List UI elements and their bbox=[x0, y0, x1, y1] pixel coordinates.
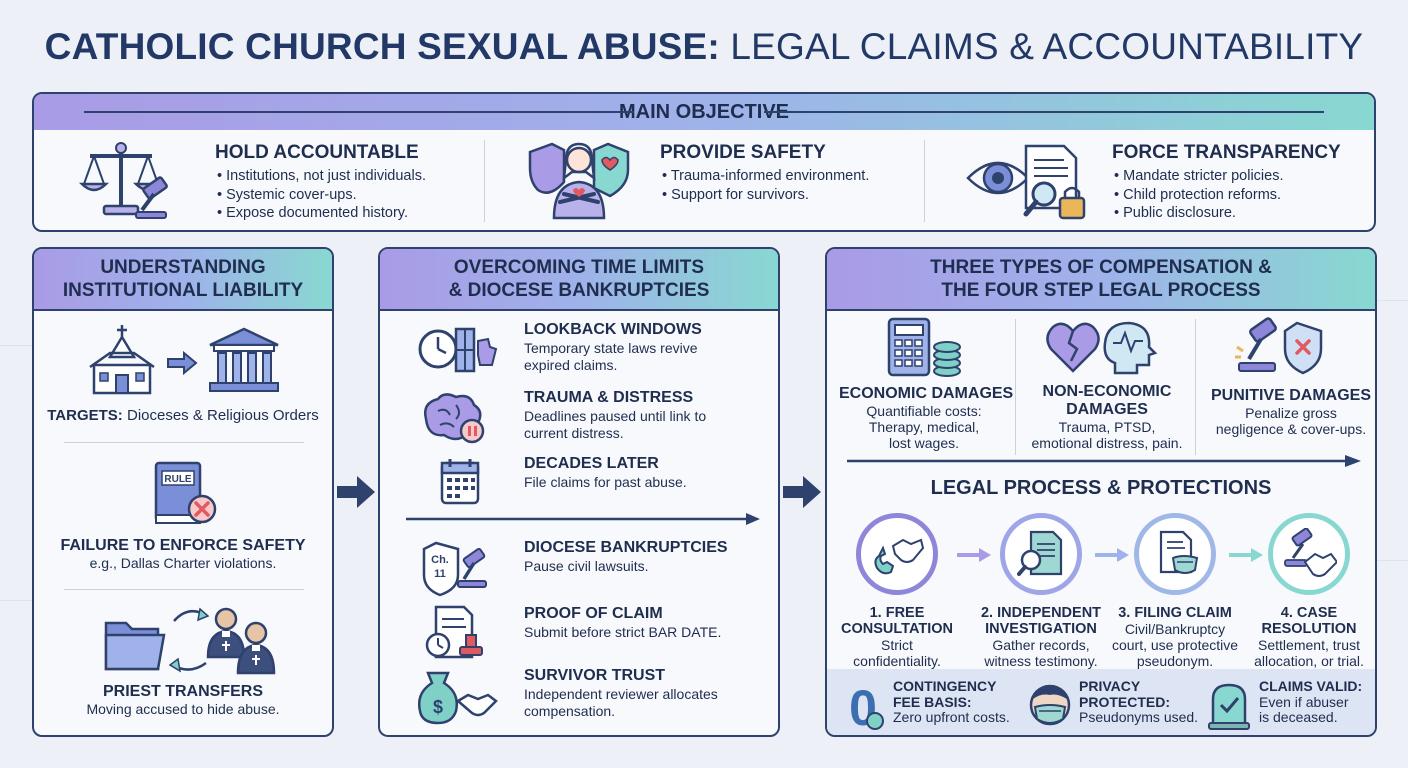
person-shield-icon bbox=[528, 142, 630, 220]
item-title: LOOKBACK WINDOWS bbox=[524, 321, 702, 338]
divider-arrow-icon bbox=[847, 455, 1361, 467]
objective-bullet: Expose documented history. bbox=[217, 204, 426, 223]
item-title: TRAUMA & DISTRESS bbox=[524, 389, 694, 406]
targets: TARGETS: Dioceses & Religious Orders bbox=[47, 407, 319, 424]
economic-damages: ECONOMIC DAMAGES Quantifiable costs: The… bbox=[839, 385, 1014, 451]
failure-to-enforce-safety: FAILURE TO ENFORCE SAFETY e.g., Dallas C… bbox=[60, 537, 306, 571]
background-line bbox=[0, 600, 32, 601]
compensation-header: THREE TYPES OF COMPENSATION & THE FOUR S… bbox=[827, 249, 1375, 311]
calendar-icon bbox=[440, 459, 480, 505]
diocese-bankruptcies: Ch. 11 DIOCESE BANKRUPTCIES Pause civil … bbox=[418, 539, 778, 601]
divider bbox=[484, 140, 485, 222]
main-objective-panel: MAIN OBJECTIVE HOLD ACCOUNTABLE Institut… bbox=[32, 92, 1376, 232]
flow-arrow-icon bbox=[783, 476, 821, 508]
non-economic-damages: NON-ECONOMIC DAMAGES Trauma, PTSD, emoti… bbox=[1031, 383, 1183, 451]
broken-heart-brain-icon bbox=[1046, 321, 1158, 375]
objective-hold-accountable: HOLD ACCOUNTABLE Institutions, not just … bbox=[76, 138, 496, 228]
divider-arrow-icon bbox=[406, 513, 760, 525]
item-title: PROOF OF CLAIM bbox=[524, 605, 663, 622]
document-mask-icon bbox=[1134, 513, 1216, 595]
time-limits-panel: OVERCOMING TIME LIMITS & DIOCESE BANKRUP… bbox=[378, 247, 780, 737]
zero-cost-icon: 0 bbox=[849, 681, 884, 731]
step-arrow-icon bbox=[1229, 548, 1263, 562]
divider bbox=[1015, 319, 1016, 455]
calculator-coins-icon bbox=[887, 317, 961, 377]
tombstone-check-icon bbox=[1208, 683, 1250, 730]
document-search-icon bbox=[1000, 513, 1082, 595]
time-limits-header: OVERCOMING TIME LIMITS & DIOCESE BANKRUP… bbox=[380, 249, 778, 311]
objective-bullet: Public disclosure. bbox=[1114, 204, 1283, 223]
item-title: SURVIVOR TRUST bbox=[524, 667, 666, 684]
objective-provide-safety: PROVIDE SAFETY Trauma-informed environme… bbox=[524, 138, 944, 228]
divider bbox=[64, 442, 304, 443]
background-line bbox=[0, 345, 32, 346]
objective-title: HOLD ACCOUNTABLE bbox=[215, 142, 419, 163]
objective-bullet: Mandate stricter policies. bbox=[1114, 167, 1283, 186]
rule-book-icon: RULE bbox=[154, 461, 217, 524]
objective-bullet: Child protection reforms. bbox=[1114, 186, 1283, 205]
step-filing-claim: 3. FILING CLAIM Civil/Bankruptcy court, … bbox=[1109, 513, 1241, 669]
document-stamp-icon bbox=[425, 605, 483, 659]
item-title: DIOCESE BANKRUPTCIES bbox=[524, 539, 728, 556]
objective-title: FORCE TRANSPARENCY bbox=[1112, 142, 1341, 163]
svg-text:Ch.: Ch. bbox=[431, 554, 449, 566]
decades-later: DECADES LATER File claims for past abuse… bbox=[418, 455, 778, 517]
divider bbox=[924, 140, 925, 222]
objective-bullet: Trauma-informed environment. bbox=[662, 167, 870, 186]
step-arrow-icon bbox=[957, 548, 991, 562]
church-to-institution-icon bbox=[89, 325, 279, 395]
proof-of-claim: PROOF OF CLAIM Submit before strict BAR … bbox=[418, 605, 778, 667]
objective-bullet: Support for survivors. bbox=[662, 186, 869, 205]
step-arrow-icon bbox=[1095, 548, 1129, 562]
flow-arrow-icon bbox=[337, 476, 375, 508]
main-objective-label: MAIN OBJECTIVE bbox=[618, 100, 790, 123]
clock-window-icon bbox=[418, 327, 498, 373]
scales-gavel-icon bbox=[78, 142, 168, 219]
objective-bullet: Systemic cover-ups. bbox=[217, 186, 426, 205]
background-line bbox=[1377, 560, 1408, 561]
main-objective-header: MAIN OBJECTIVE bbox=[34, 94, 1374, 130]
institutional-liability-panel: UNDERSTANDING INSTITUTIONAL LIABILITY TA… bbox=[32, 247, 334, 737]
divider bbox=[64, 589, 304, 590]
item-title: DECADES LATER bbox=[524, 455, 659, 472]
svg-text:RULE: RULE bbox=[164, 474, 192, 485]
svg-text:11: 11 bbox=[434, 568, 446, 580]
lookback-windows: LOOKBACK WINDOWS Temporary state laws re… bbox=[418, 321, 778, 383]
trauma-distress: TRAUMA & DISTRESS Deadlines paused until… bbox=[418, 389, 778, 451]
objective-title: PROVIDE SAFETY bbox=[660, 142, 826, 163]
eye-document-icon bbox=[966, 144, 1086, 220]
brain-pause-icon bbox=[424, 393, 485, 444]
objective-bullet: Institutions, not just individuals. bbox=[217, 167, 426, 186]
gavel-handshake-icon bbox=[1268, 513, 1350, 595]
gavel-shield-icon bbox=[1235, 317, 1323, 375]
compensation-panel: THREE TYPES OF COMPENSATION & THE FOUR S… bbox=[825, 247, 1377, 737]
background-line bbox=[1377, 300, 1408, 301]
page-title: CATHOLIC CHURCH SEXUAL ABUSE: LEGAL CLAI… bbox=[44, 26, 1364, 67]
survivor-trust: $ SURVIVOR TRUST Independent reviewer al… bbox=[418, 667, 778, 729]
institutional-liability-header: UNDERSTANDING INSTITUTIONAL LIABILITY bbox=[34, 249, 332, 311]
svg-text:$: $ bbox=[433, 697, 443, 717]
punitive-damages: PUNITIVE DAMAGES Penalize gross negligen… bbox=[1210, 387, 1371, 437]
objective-force-transparency: FORCE TRANSPARENCY Mandate stricter poli… bbox=[964, 138, 1374, 228]
priest-transfer-icon bbox=[104, 607, 276, 675]
chapter-11-shield-icon: Ch. 11 bbox=[422, 541, 487, 597]
divider bbox=[1195, 319, 1196, 455]
money-bag-handshake-icon: $ bbox=[418, 671, 498, 725]
masked-face-icon bbox=[1029, 684, 1071, 726]
priest-transfers: PRIEST TRANSFERS Moving accused to hide … bbox=[86, 683, 280, 717]
legal-process-title: LEGAL PROCESS & PROTECTIONS bbox=[930, 477, 1272, 499]
phone-handshake-icon bbox=[856, 513, 938, 595]
